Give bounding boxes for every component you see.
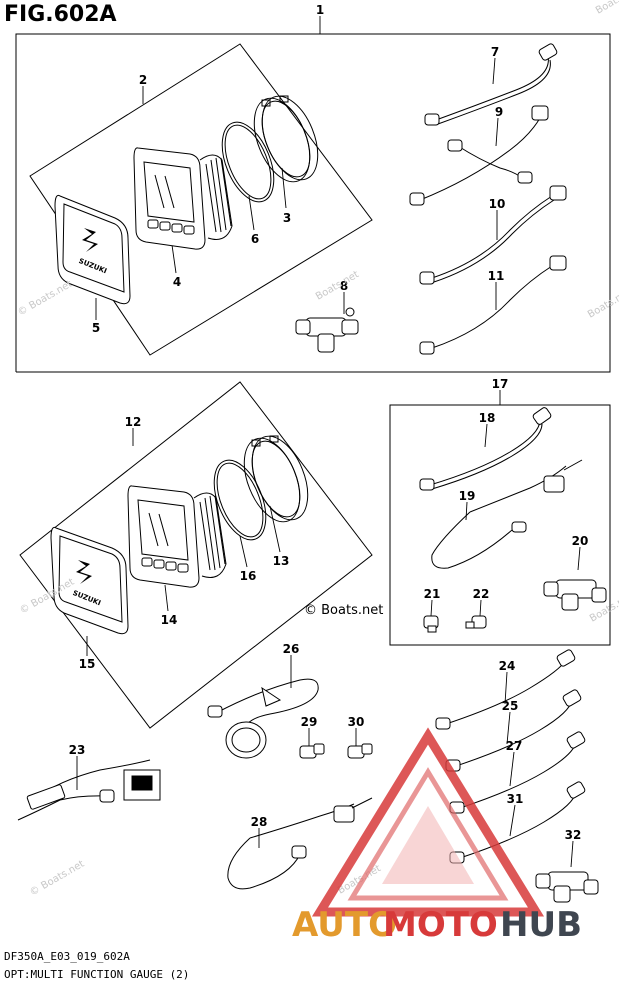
callout-5: 5 [92,321,100,335]
callout-leaders [76,16,581,868]
callout-19: 19 [459,489,476,503]
cable-27 [449,731,586,814]
gauge-threaded-body [199,154,233,240]
callout-30: 30 [348,715,365,729]
cable-18 [419,407,552,491]
t-connector-8 [295,307,359,353]
callout-17: 17 [492,377,509,391]
cable-7 [424,43,558,126]
kit-12-outline [19,381,373,729]
callout-7: 7 [491,45,499,59]
terminator-30 [347,743,373,759]
callout-10: 10 [489,197,506,211]
power-cable-23 [17,759,161,821]
automotohub-triangle-logo [311,727,545,917]
figure-caption: OPT:MULTI FUNCTION GAUGE (2) [4,968,190,981]
brand-auto: AUTO [292,905,397,945]
figure-title: FIG.602A [4,2,117,27]
watermark-text: © Boats.net [16,279,74,319]
gauge-cover-15 [50,527,129,635]
callout-25: 25 [502,699,519,713]
brand-hub: HUB [500,905,582,945]
boats-net-watermarks: Boats.net © Boats.net Boats.net Boats.ne… [16,0,619,899]
callout-numbers: 1 2 3 4 5 6 7 8 9 10 11 12 13 14 15 16 1… [69,3,589,842]
gauge-threaded-body [193,492,227,578]
callout-15: 15 [79,657,96,671]
callout-9: 9 [495,105,503,119]
power-cable-19 [431,459,583,569]
callout-29: 29 [301,715,318,729]
watermark-text: © Boats.net [28,859,86,899]
model-code: DF350A_E03_019_602A [4,950,130,963]
callout-16: 16 [240,569,257,583]
callout-14: 14 [161,613,178,627]
callout-21: 21 [424,587,441,601]
callout-18: 18 [479,411,496,425]
callout-6: 6 [251,232,259,246]
callout-31: 31 [507,792,524,806]
callout-12: 12 [125,415,142,429]
copyright-watermark: © Boats.net [304,603,383,618]
callout-22: 22 [473,587,490,601]
watermark-text: Boats.net [314,269,361,302]
suzuki-logo-icon [76,560,92,584]
gauge-body-4 [133,147,206,250]
watermark-text: Boats.net [586,287,619,320]
o-ring-16 [213,459,267,541]
automotohub-wordmark: AUTO MOTO HUB [292,905,582,945]
callout-11: 11 [488,269,505,283]
cable-11 [419,255,567,355]
sensor-26 [207,678,319,759]
callout-28: 28 [251,815,268,829]
cable-9 [409,105,549,206]
callout-20: 20 [572,534,589,548]
locking-ring-3 [253,95,319,183]
callout-32: 32 [565,828,582,842]
callout-8: 8 [340,279,348,293]
o-ring-6 [221,121,275,203]
terminator-29 [299,743,325,759]
brand-moto: MOTO [383,905,498,945]
gauge-body-14 [127,485,200,588]
gauge-cover-5 [54,195,131,305]
callout-23: 23 [69,743,86,757]
cable-24 [435,649,576,730]
callout-3: 3 [283,211,291,225]
callout-27: 27 [506,739,523,753]
callout-24: 24 [499,659,516,673]
t-connector-20 [543,579,607,611]
cable-10 [419,185,567,285]
suzuki-logo-icon [82,228,98,252]
locking-ring-13 [243,435,309,523]
callout-1: 1 [316,3,324,17]
power-cable-28 [227,797,373,890]
callout-2: 2 [139,73,147,87]
terminator-22 [465,615,487,629]
watermark-text: Boats.net [594,0,619,17]
callout-4: 4 [173,275,181,289]
t-connector-32 [535,871,599,903]
callout-26: 26 [283,642,300,656]
callout-13: 13 [273,554,290,568]
terminator-21 [423,615,439,633]
